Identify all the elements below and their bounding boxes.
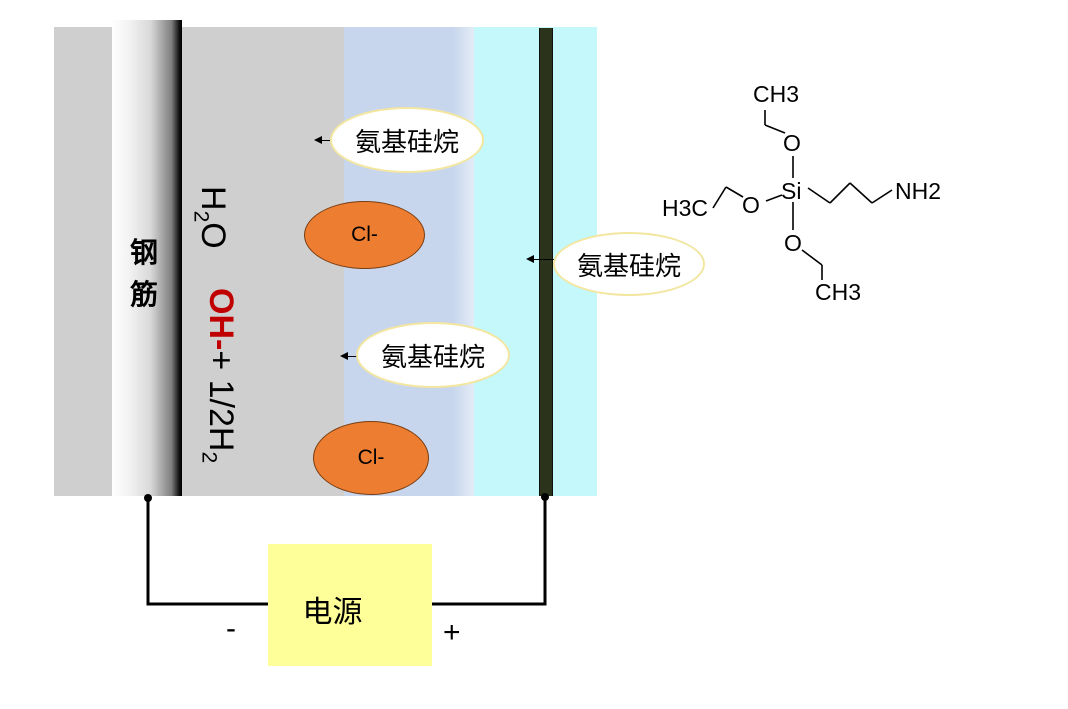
steel-rebar [112,20,182,496]
molecule-bottom-ch3: CH3 [815,279,861,305]
arrow-1 [314,136,330,144]
anode-rod [539,28,553,496]
negative-wire [146,496,268,606]
molecule-amine: NH2 [895,178,941,204]
power-source-label: 电源 [302,595,363,630]
molecule-left-ch3: H3C [662,195,708,221]
arrow-2 [340,352,358,360]
concrete-region [182,27,347,496]
silane-label-1: 氨基硅烷 [330,107,484,173]
aminosilane-molecule: CH3 O Si O H3C O CH3 NH2 [662,81,941,305]
rebar-label: 钢 筋 [129,236,158,311]
chloride-ion-2: Cl- [313,421,429,495]
positive-sign: + [443,616,461,649]
anode-terminal [541,493,549,501]
rebar-terminal [144,494,152,502]
silane-label-3: 氨基硅烷 [553,232,705,296]
positive-wire [432,496,547,606]
chloride-ion-1: Cl- [304,201,425,269]
molecule-o-bottom: O [784,230,802,256]
molecule-top-ch3: CH3 [753,81,799,107]
power-source: 电源 [268,544,432,666]
molecule-si: Si [781,178,801,204]
molecule-o-left: O [742,192,760,218]
silane-label-2: 氨基硅烷 [356,322,510,388]
negative-sign: - [226,612,236,645]
molecule-o-top: O [783,130,801,156]
arrow-3 [526,255,554,263]
concrete-left-strip [54,27,114,496]
